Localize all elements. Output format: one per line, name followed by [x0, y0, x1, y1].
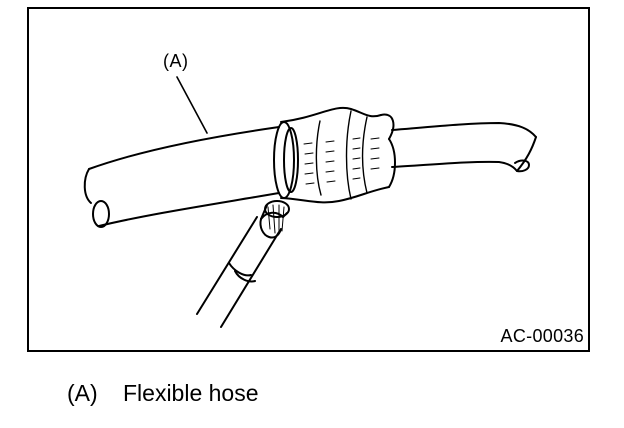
flexible-hose	[83, 122, 537, 228]
hose-boot	[273, 106, 396, 204]
figure-frame: (A) AC-00036	[27, 7, 590, 352]
legend-key: (A)	[67, 380, 98, 406]
tool	[196, 200, 290, 328]
callout-label-a: (A)	[163, 51, 189, 71]
figure-code: AC-00036	[500, 326, 584, 346]
legend-text: Flexible hose	[123, 380, 259, 406]
callout-leader-line	[176, 76, 208, 134]
hose-illustration	[83, 76, 537, 328]
boot-ribbing	[303, 137, 380, 185]
legend: (A) Flexible hose	[67, 380, 259, 407]
